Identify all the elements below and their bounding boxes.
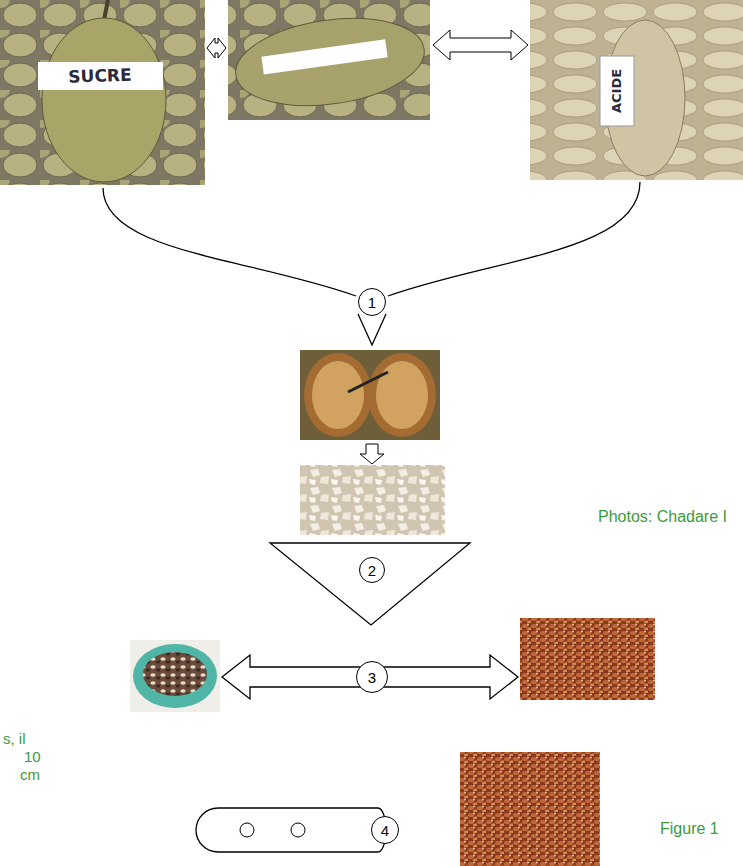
- tube-hole: [291, 823, 305, 837]
- double-arrow: [433, 30, 528, 60]
- cut-note: cm: [20, 767, 40, 784]
- tube-hole: [240, 823, 254, 837]
- fruit-stalk: [104, 0, 108, 20]
- fruit-half: [368, 353, 436, 437]
- knife: [348, 372, 388, 392]
- baobab-fruit: [42, 18, 166, 182]
- seeds: [143, 652, 207, 696]
- step-number-circle: 1: [358, 288, 386, 316]
- fruit-photo-middle: [228, 0, 430, 120]
- cut-note: 10: [24, 749, 41, 766]
- figure-caption: Figure 1: [660, 820, 719, 838]
- brace-line: [388, 182, 640, 296]
- fruit-pulp: [312, 361, 364, 429]
- baobab-fruit: [230, 7, 430, 117]
- fruit-pulp: [376, 361, 428, 429]
- step-number: 1: [368, 295, 376, 310]
- baobab-fruit: [605, 20, 685, 176]
- photo-ground: [300, 350, 440, 440]
- brace-line: [103, 188, 356, 296]
- opened-fruit-photo: [300, 350, 440, 440]
- fruit-photo-sweet: [0, 0, 205, 185]
- fruit-tag: [261, 39, 387, 74]
- step-number-circle: 3: [356, 661, 388, 693]
- photo-ground: [0, 0, 205, 185]
- dehuller-tube: [196, 808, 386, 852]
- photo-credit: Photos: Chadare I: [598, 508, 727, 526]
- down-arrow: [360, 444, 384, 464]
- fruit-tag: [38, 62, 163, 90]
- seed-bowl-photo: [130, 640, 220, 712]
- fruit-tag-text: ACIDE: [610, 69, 624, 113]
- bowl: [133, 644, 217, 708]
- step-number-circle: 4: [371, 816, 399, 844]
- pulp-photo: [300, 465, 445, 535]
- fruit-tag-text: SUCRE: [68, 66, 132, 87]
- photo-ground: [530, 0, 743, 180]
- step-number: 2: [368, 563, 376, 578]
- photo-ground: [228, 0, 430, 120]
- step-number-circle: 2: [359, 557, 385, 583]
- cut-note: s, il: [3, 731, 26, 748]
- sieve-funnel: [270, 543, 470, 625]
- double-arrow: [207, 38, 226, 58]
- split-arrow: [222, 655, 518, 699]
- step-number: 4: [381, 823, 389, 838]
- photo-ground: [130, 640, 220, 712]
- seed-photo: [460, 752, 600, 866]
- fruit-photo-acid: [530, 0, 743, 180]
- fruit-half: [304, 353, 372, 437]
- seed-photo: [520, 618, 655, 700]
- fruit-tag: [600, 56, 634, 126]
- step-number: 3: [368, 670, 376, 685]
- brace-point: [358, 314, 386, 345]
